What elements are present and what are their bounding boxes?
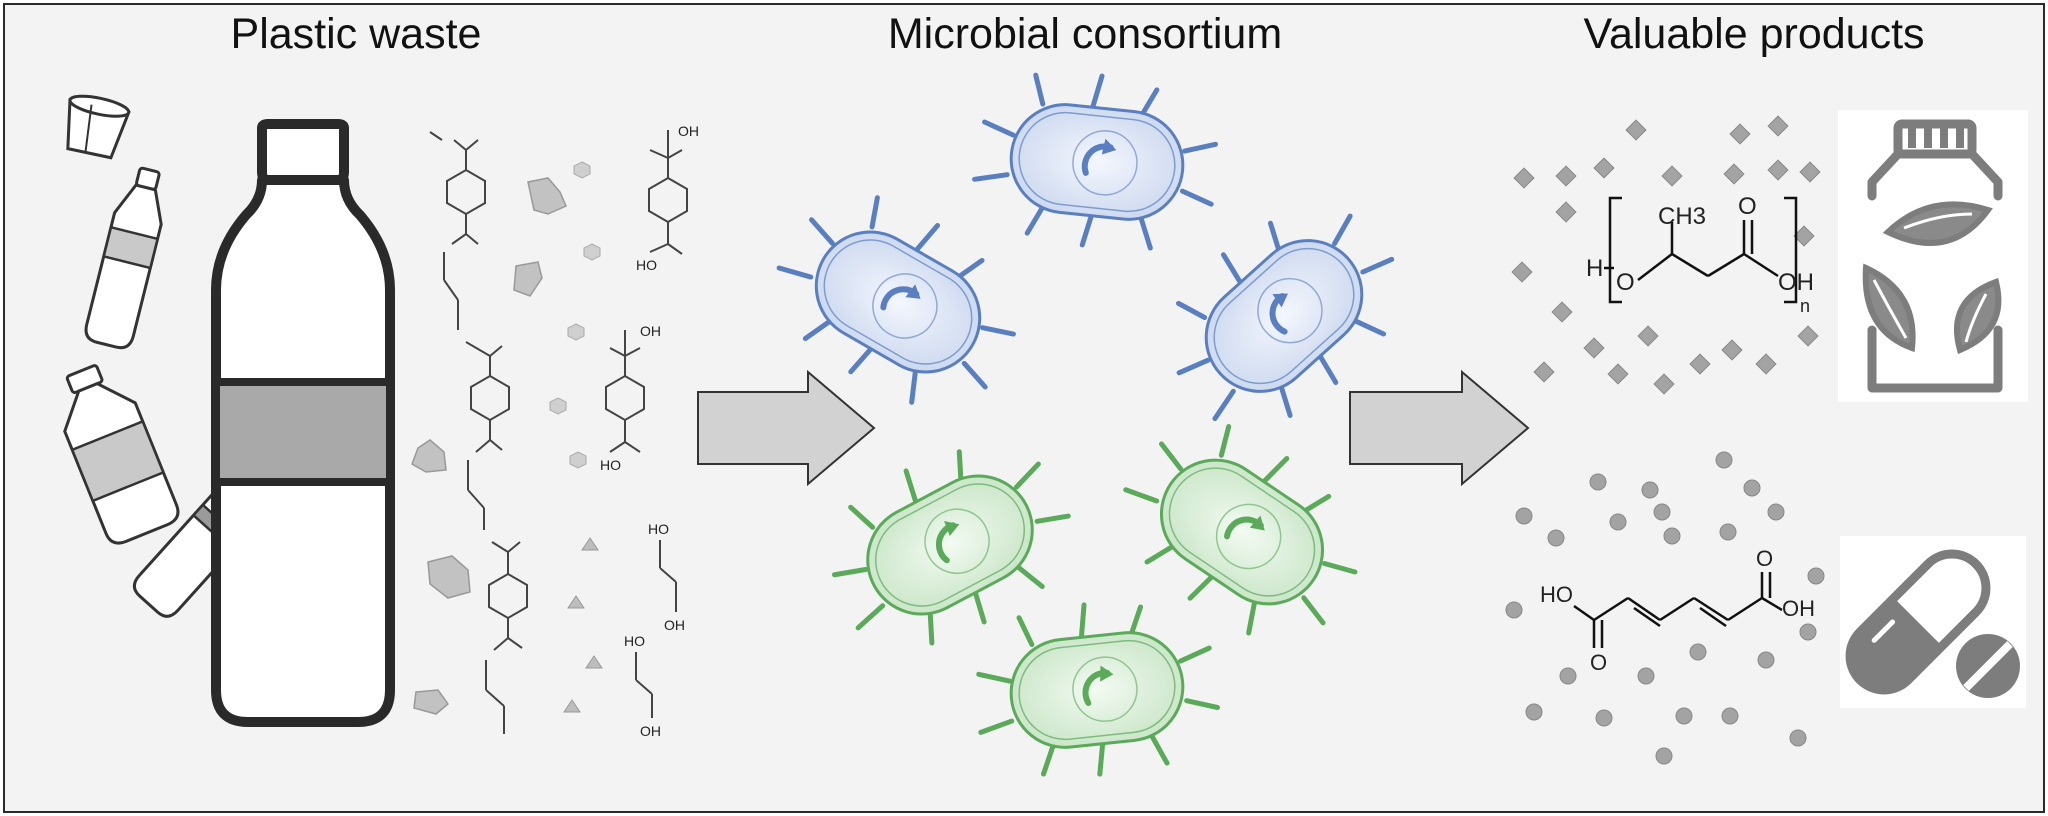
section-title-microbial-consortium: Microbial consortium [887, 10, 1283, 58]
ethylene-glycol-structure-2 [635, 652, 653, 718]
svg-text:O: O [1738, 193, 1757, 220]
svg-text:HO: HO [624, 633, 645, 649]
svg-text:OH: OH [1778, 269, 1814, 296]
bacterium-green-1 [831, 449, 1071, 646]
ethylene-glycol-structure-1 [659, 540, 677, 612]
svg-text:HO: HO [600, 457, 621, 473]
pill-capsule-icon [1840, 536, 2026, 708]
plastic-bottle-medium [63, 364, 180, 545]
muconic-acid-structure: HO O O OH [1540, 546, 1815, 675]
bacterium-blue-1 [972, 72, 1219, 251]
terephthalic-acid-structure-2 [605, 330, 645, 453]
process-arrow-2 [1349, 369, 1530, 487]
triangle-particles [563, 537, 603, 713]
bacterium-green-2 [1123, 424, 1358, 636]
svg-text:OH: OH [664, 617, 685, 633]
svg-text:n: n [1800, 296, 1810, 316]
svg-text:OH: OH [640, 323, 661, 339]
bacterium-blue-2 [776, 195, 1016, 405]
pet-structure-labels: OH HO OH HO HO OH HO OH [600, 123, 699, 739]
section-title-valuable-products: Valuable products [1583, 10, 1925, 58]
bacterium-blue-3 [1175, 213, 1395, 422]
svg-text:HO: HO [636, 257, 657, 273]
leaf-recycle-jar-icon [1838, 110, 2028, 402]
svg-text:O: O [1756, 546, 1773, 571]
svg-text:OH: OH [678, 123, 699, 139]
svg-text:OH: OH [1782, 596, 1815, 621]
svg-text:OH: OH [640, 723, 661, 739]
diamond-particles [1511, 115, 1821, 395]
plastic-bottle-small-1 [84, 166, 163, 350]
section-title-plastic-waste: Plastic waste [230, 10, 482, 58]
svg-text:HO: HO [1540, 582, 1573, 607]
process-arrow-1 [697, 369, 876, 487]
pet-oligomer-structure [429, 131, 528, 734]
phb-polymer-structure: H O CH3 O OH n [1586, 193, 1814, 316]
plastic-fragments [411, 177, 567, 715]
plastic-cup-icon [66, 94, 131, 160]
hexagon-particles [549, 161, 601, 469]
plastic-bottle-icon [211, 119, 395, 727]
svg-text:O: O [1590, 650, 1607, 675]
svg-text:CH3: CH3 [1658, 203, 1706, 230]
bacterium-green-3 [976, 602, 1220, 777]
circle-particles [1505, 451, 1825, 765]
terephthalic-acid-structure-1 [648, 130, 688, 255]
svg-text:O: O [1616, 269, 1635, 296]
svg-text:H: H [1586, 255, 1603, 282]
svg-text:HO: HO [648, 521, 669, 537]
